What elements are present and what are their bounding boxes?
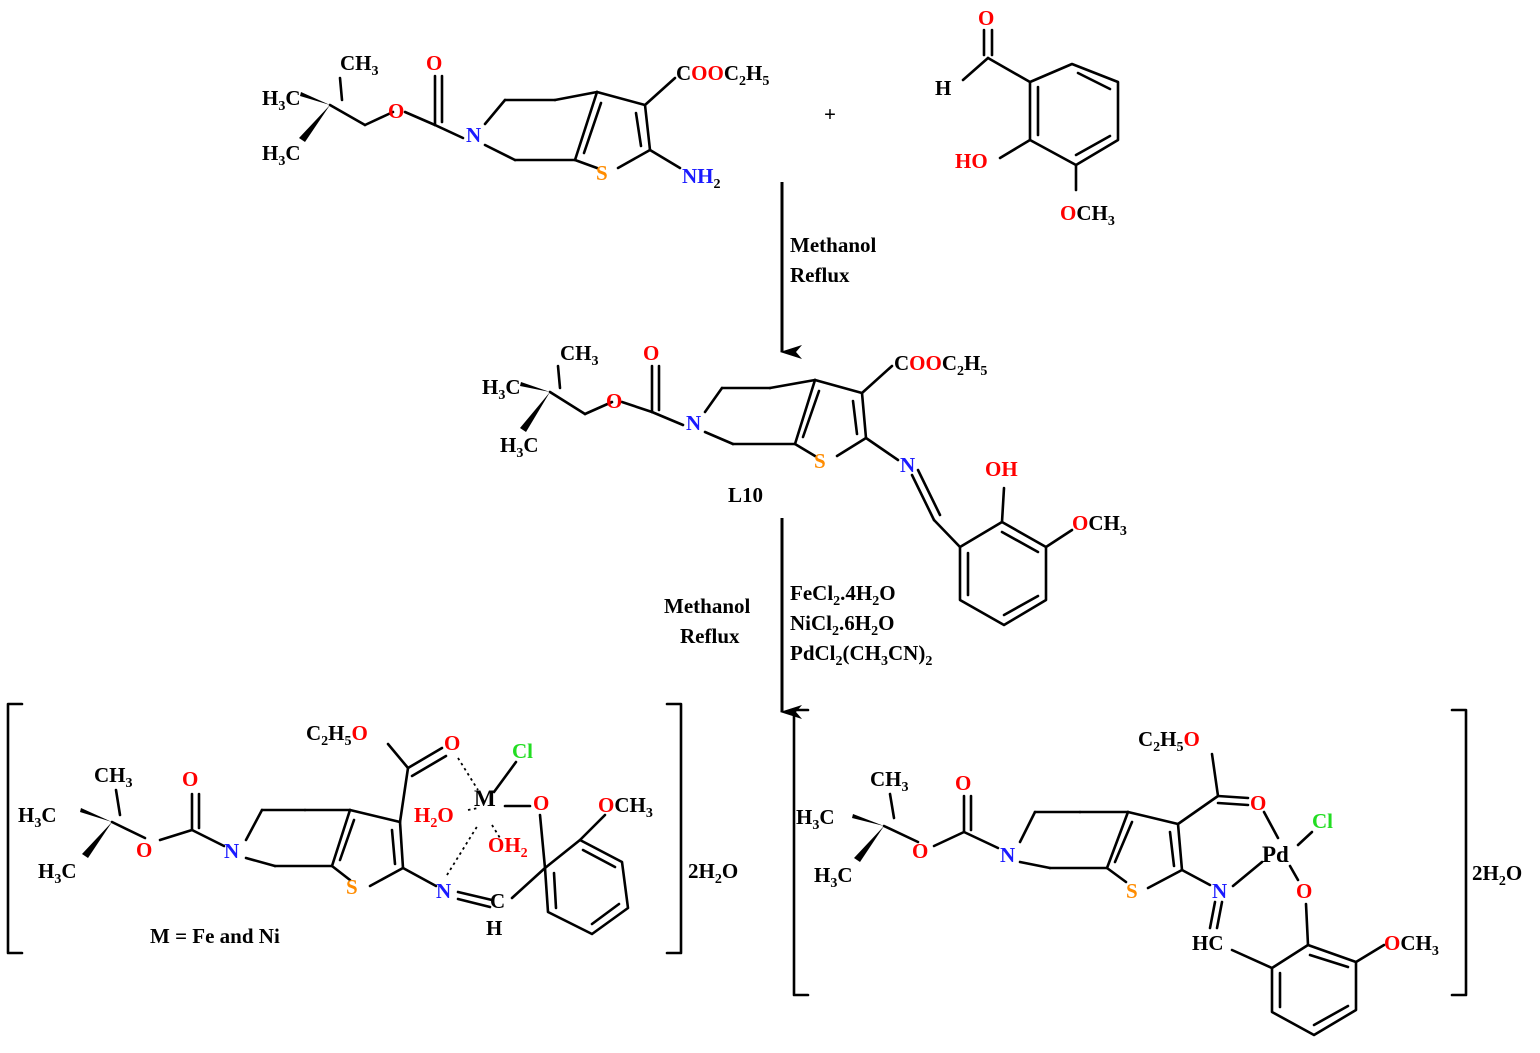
svg-text:Cl: Cl (512, 739, 533, 763)
svg-text:N: N (1000, 843, 1015, 867)
svg-text:H3C: H3C (500, 433, 539, 461)
svg-text:O: O (388, 99, 404, 123)
svg-text:H: H (486, 916, 502, 940)
svg-text:N: N (466, 123, 481, 147)
svg-text:H3C: H3C (814, 863, 853, 891)
svg-text:OCH3: OCH3 (1384, 931, 1439, 959)
svg-text:N: N (900, 453, 915, 477)
svg-text:OH: OH (985, 457, 1018, 481)
svg-text:O: O (136, 838, 152, 862)
svg-text:Pd: Pd (1262, 842, 1289, 867)
svg-text:O: O (643, 341, 659, 365)
hydrate-label-left: 2H2O (688, 859, 738, 887)
svg-text:N: N (686, 411, 701, 435)
svg-text:H3C: H3C (482, 375, 521, 403)
svg-text:H3C: H3C (262, 86, 301, 114)
ligand-label: L10 (728, 483, 763, 507)
svg-text:OCH3: OCH3 (1072, 511, 1127, 539)
svg-text:H: H (935, 76, 951, 100)
step2-condition: Reflux (680, 624, 740, 648)
svg-text:C: C (490, 889, 505, 913)
svg-text:O: O (1296, 879, 1312, 903)
reagent-fecl2: FeCl2.4H2O (790, 581, 896, 609)
svg-text:N: N (436, 879, 451, 903)
svg-text:O: O (912, 839, 928, 863)
svg-text:CH3: CH3 (340, 51, 379, 79)
svg-text:H3C: H3C (262, 141, 301, 169)
reactant-o-vanillin: O H HO OCH3 (935, 6, 1120, 229)
svg-text:OCH3: OCH3 (1060, 201, 1115, 229)
svg-text:HC: HC (1192, 931, 1224, 955)
svg-text:S: S (596, 161, 608, 185)
plus-sign: + (824, 102, 836, 126)
svg-text:O: O (533, 791, 549, 815)
svg-text:M: M (474, 786, 496, 811)
svg-text:H2O: H2O (414, 803, 454, 831)
svg-text:O: O (955, 771, 971, 795)
svg-text:N: N (224, 839, 239, 863)
complex-fe-ni: CH3 H3C H3C O O N S C2H5O O M Cl H2O OH2… (6, 702, 683, 955)
svg-text:COOC2H5: COOC2H5 (676, 61, 769, 89)
step2-solvent: Methanol (664, 594, 750, 618)
step1-solvent: Methanol (790, 233, 876, 257)
svg-text:CH3: CH3 (94, 763, 133, 791)
svg-text:CH3: CH3 (560, 341, 599, 369)
svg-text:O: O (426, 51, 442, 75)
svg-text:CH3: CH3 (870, 767, 909, 795)
hydrate-label-right: 2H2O (1472, 861, 1522, 889)
svg-text:O: O (1250, 791, 1266, 815)
complex-pd: CH3 H3C H3C O O N S C2H5O O Pd Cl N O HC… (792, 708, 1468, 1037)
svg-text:O: O (182, 767, 198, 791)
svg-text:HO: HO (955, 149, 988, 173)
svg-text:N: N (1212, 879, 1227, 903)
svg-text:OCH3: OCH3 (598, 793, 653, 821)
svg-text:O: O (444, 731, 460, 755)
svg-text:S: S (814, 449, 826, 473)
svg-text:S: S (1126, 879, 1138, 903)
svg-text:NH2: NH2 (682, 164, 721, 192)
svg-text:OH2: OH2 (488, 833, 528, 861)
reactant-thienopyridine-amine: CH3 H3C H3C O O N S COOC2H5 NH2 (262, 51, 769, 192)
svg-text:H3C: H3C (796, 805, 835, 833)
svg-text:C2H5O: C2H5O (306, 721, 368, 749)
reagent-nicl2: NiCl2.6H2O (790, 611, 894, 639)
svg-text:S: S (346, 875, 358, 899)
svg-text:COOC2H5: COOC2H5 (894, 351, 987, 379)
svg-text:O: O (978, 6, 994, 30)
svg-text:O: O (606, 389, 622, 413)
svg-text:H3C: H3C (38, 859, 77, 887)
step1-condition: Reflux (790, 263, 850, 287)
ligand-l10: CH3 H3C H3C O O N S COOC2H5 N OH OCH3 (482, 341, 1127, 627)
complex-left-note: M = Fe and Ni (150, 924, 280, 948)
svg-text:H3C: H3C (18, 803, 57, 831)
svg-text:Cl: Cl (1312, 809, 1333, 833)
reagent-pdcl2: PdCl2(CH3CN)2 (790, 641, 932, 669)
svg-text:C2H5O: C2H5O (1138, 727, 1200, 755)
